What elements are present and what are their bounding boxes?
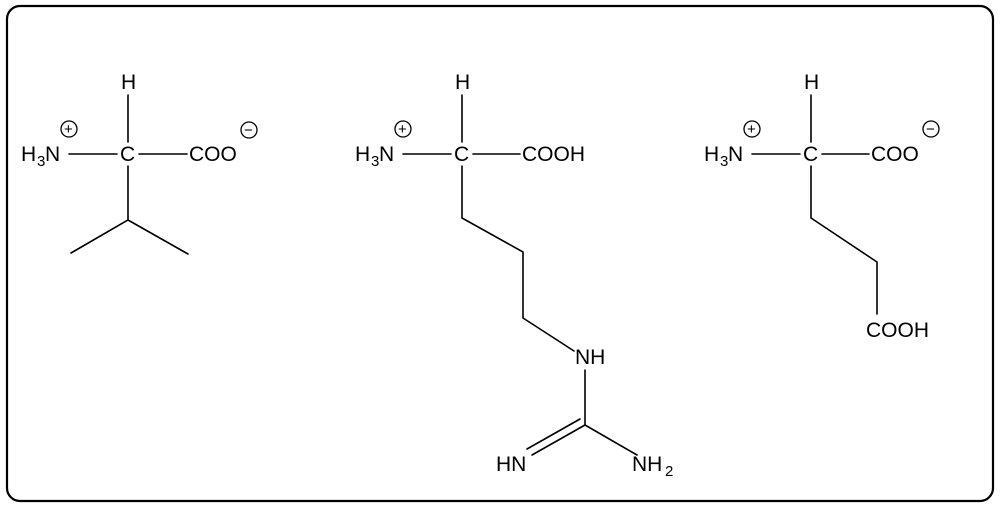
imine-hn-label: HN (496, 453, 526, 476)
side-chain-bonds (461, 165, 575, 352)
amine-h-label: H (704, 143, 719, 166)
amine-h-label: H (355, 143, 370, 166)
carboxylate-label: COO (871, 143, 919, 166)
positive-charge-ring (743, 120, 761, 138)
h-top-label: H (121, 71, 136, 94)
side-chain-bonds (810, 165, 878, 315)
bond-c-amine (584, 424, 638, 456)
amine-nh-subscript: 2 (665, 463, 673, 480)
alpha-carbon-label: C (454, 143, 469, 166)
positive-charge-sign: + (64, 121, 73, 138)
molecule-1: H H 3 N + C COO − (21, 71, 258, 255)
alpha-carbon-label: C (120, 143, 135, 166)
alpha-carbon-label: C (803, 143, 818, 166)
h-top-label: H (804, 71, 819, 94)
negative-charge-sign: − (244, 122, 253, 139)
amine-n-label: N (379, 143, 394, 166)
positive-charge-ring (60, 120, 78, 138)
amine-subscript: 3 (720, 153, 728, 170)
amine-subscript: 3 (371, 153, 379, 170)
molecule-3: H H 3 N + C COO − COOH (704, 71, 940, 342)
bond-c-imine-b (526, 418, 581, 450)
positive-charge-ring (394, 120, 412, 138)
negative-charge-ring (922, 120, 940, 138)
amine-subscript: 3 (37, 153, 45, 170)
side-chain-acid-label: COOH (866, 319, 929, 342)
amine-n-label: N (45, 143, 60, 166)
bond-c-imine-a (531, 424, 586, 456)
molecule-2: H H 3 N + C COOH NH HN NH 2 (355, 71, 673, 480)
bond-beta-methyl-left (70, 219, 129, 254)
diagram-frame (5, 4, 995, 503)
amine-n-label: N (728, 143, 743, 166)
side-nh-label: NH (575, 346, 605, 369)
amine-h-label: H (21, 143, 36, 166)
positive-charge-sign: + (398, 121, 407, 138)
bond-beta-methyl-right (127, 219, 189, 255)
carboxylate-label: COO (189, 143, 237, 166)
negative-charge-sign: − (926, 121, 935, 138)
positive-charge-sign: + (747, 121, 756, 138)
amine-nh-label: NH (632, 453, 662, 476)
h-top-label: H (455, 71, 470, 94)
carboxylic-acid-label: COOH (522, 143, 585, 166)
negative-charge-ring (240, 121, 258, 139)
